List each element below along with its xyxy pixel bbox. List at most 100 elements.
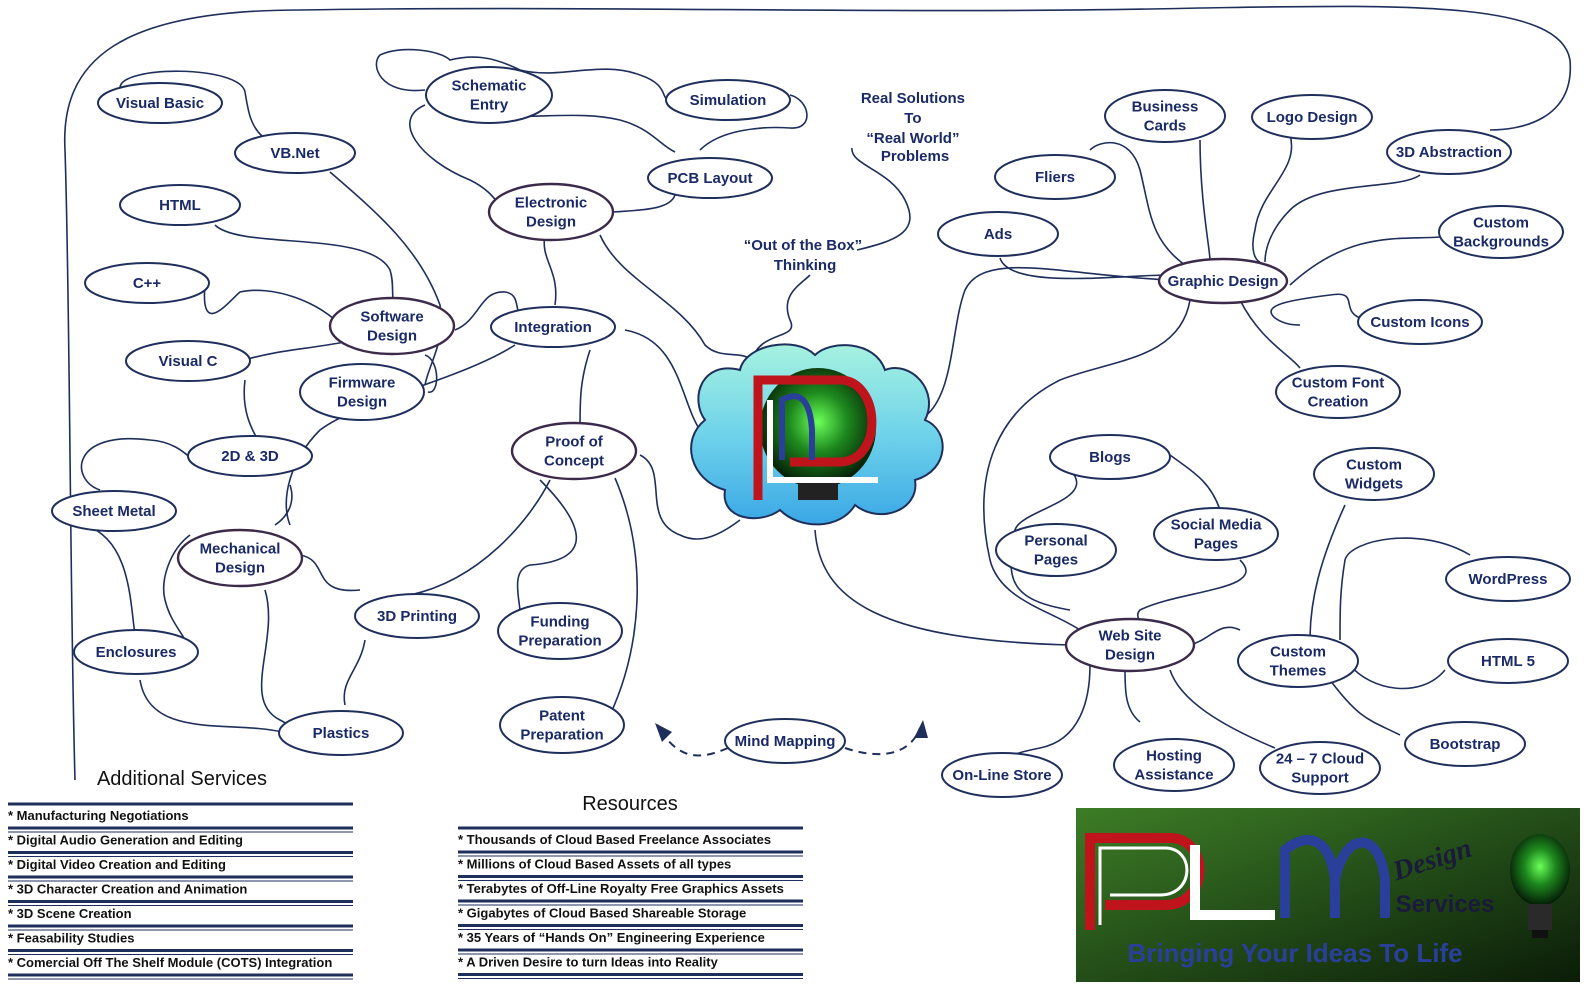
connector bbox=[543, 234, 557, 306]
connector bbox=[1270, 293, 1361, 326]
connector bbox=[243, 341, 346, 361]
list-item: * Digital Video Creation and Editing bbox=[8, 857, 226, 872]
connector bbox=[516, 479, 578, 613]
connector bbox=[1124, 669, 1141, 723]
connector bbox=[851, 147, 911, 251]
connector bbox=[1329, 679, 1401, 736]
connector bbox=[119, 70, 263, 137]
connector bbox=[1137, 559, 1247, 626]
center-cloud-logo bbox=[690, 343, 944, 526]
connector bbox=[1349, 664, 1446, 690]
node-label: Simulation bbox=[690, 92, 767, 109]
connector bbox=[375, 48, 671, 101]
node-cpp: C++ bbox=[84, 262, 210, 304]
connector bbox=[1169, 669, 1276, 749]
node-two-d-three-d: 2D & 3D bbox=[187, 435, 313, 477]
node-fliers: Fliers bbox=[994, 154, 1116, 200]
connector bbox=[63, 5, 1571, 781]
list-item: * 3D Scene Creation bbox=[8, 906, 132, 921]
connector bbox=[409, 104, 501, 206]
node-label: Integration bbox=[514, 319, 592, 336]
svg-text:Real Solutions To: Real Solutions To “Real World” Problems bbox=[861, 90, 969, 165]
connector bbox=[624, 329, 701, 431]
connector bbox=[1239, 299, 1301, 369]
node-label: Blogs bbox=[1089, 449, 1131, 466]
connector bbox=[139, 679, 283, 733]
node-online-store: On-Line Store bbox=[941, 752, 1063, 798]
node-sheet-metal: Sheet Metal bbox=[51, 490, 177, 532]
svg-text:“Out of the Box” Thinkin: “Out of the Box” Thinking bbox=[744, 237, 867, 274]
node-integration: Integration bbox=[490, 306, 616, 348]
connector bbox=[329, 171, 442, 386]
node-label: VB.Net bbox=[270, 145, 319, 162]
connector bbox=[1339, 537, 1471, 641]
logo-monogram-m bbox=[779, 393, 815, 460]
list-item: * Thousands of Cloud Based Freelance Ass… bbox=[458, 832, 771, 847]
node-label: Logo Design bbox=[1267, 109, 1358, 126]
list-item: * A Driven Desire to turn Ideas into Rea… bbox=[458, 955, 719, 970]
node-vbnet: VB.Net bbox=[234, 132, 356, 174]
connector bbox=[983, 299, 1191, 631]
connector bbox=[613, 194, 676, 213]
connector bbox=[454, 291, 521, 331]
logo-monogram-p bbox=[753, 375, 877, 500]
connector bbox=[260, 589, 293, 736]
connector bbox=[1264, 174, 1421, 263]
connector bbox=[1189, 626, 1241, 646]
banner-letter-l bbox=[1190, 845, 1275, 920]
connector bbox=[699, 94, 808, 151]
connector bbox=[299, 554, 361, 592]
node-label: Custom Icons bbox=[1370, 314, 1469, 331]
node-blogs: Blogs bbox=[1049, 434, 1171, 480]
connector bbox=[80, 437, 201, 491]
node-bootstrap: Bootstrap bbox=[1404, 721, 1526, 767]
additional-services-panel: Additional Services * Manufacturing Nego… bbox=[8, 768, 353, 980]
node-plastics: Plastics bbox=[278, 710, 404, 756]
list-item: * Manufacturing Negotiations bbox=[8, 808, 189, 823]
connector bbox=[409, 479, 551, 596]
list-item: * 3D Character Creation and Animation bbox=[8, 882, 247, 897]
node-graphic-design: Graphic Design bbox=[1157, 257, 1289, 305]
node-html5: HTML 5 bbox=[1447, 638, 1569, 684]
node-label: WordPress bbox=[1469, 571, 1548, 588]
node-label: Ads bbox=[984, 226, 1012, 243]
node-wordpress: WordPress bbox=[1445, 556, 1571, 602]
node-label: Visual Basic bbox=[116, 95, 204, 112]
node-html: HTML bbox=[119, 184, 241, 226]
brand-banner: Design Services Bringing Your Ideas To L… bbox=[1076, 808, 1580, 982]
node-label: Fliers bbox=[1035, 169, 1075, 186]
connector bbox=[999, 257, 1171, 280]
connector bbox=[203, 284, 346, 331]
node-three-d-abstraction: 3D Abstraction bbox=[1386, 129, 1512, 175]
node-label: Enclosures bbox=[96, 644, 177, 661]
node-enclosures: Enclosures bbox=[73, 629, 199, 675]
connector bbox=[751, 274, 811, 361]
connector bbox=[1289, 236, 1441, 286]
node-simulation: Simulation bbox=[665, 79, 791, 121]
banner-letter-m bbox=[1280, 835, 1390, 918]
list-item: * 35 Years of “Hands On” Engineering Exp… bbox=[458, 930, 765, 945]
node-label: HTML 5 bbox=[1481, 653, 1535, 670]
